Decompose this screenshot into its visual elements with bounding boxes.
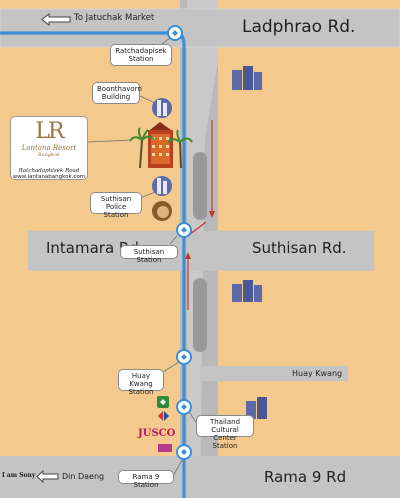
hotel-brand-name: Lantana Resort <box>21 144 77 152</box>
rama9-road <box>0 456 400 498</box>
rama9-station-callout[interactable]: Rama 9 Station <box>118 470 174 489</box>
huay-kwang-road-label: Huay Kwang <box>292 369 343 378</box>
boonthavorn-label: Boonthavorn Building <box>97 85 142 101</box>
suthisan-road <box>28 231 374 271</box>
thailand-cultural-station-label: Thailand Cultural Center Station <box>209 418 241 450</box>
lr-monogram: LR <box>35 119 64 144</box>
station-marker-ratchadapisek[interactable] <box>167 25 183 41</box>
station-marker-rama9[interactable] <box>176 444 192 460</box>
ladphrao-road <box>0 9 400 47</box>
ratchadapisek-station-callout[interactable]: Ratchadapisek Station <box>110 44 172 66</box>
rama9-station-label: Rama 9 Station <box>132 473 160 489</box>
building-icon-ladphrao <box>232 66 262 90</box>
boonthavorn-callout[interactable]: Boonthavorn Building <box>92 82 142 104</box>
carrefour-icon <box>158 411 169 421</box>
left-arrow-icon <box>41 12 71 27</box>
building-icon-cultural <box>246 397 267 419</box>
median-lower <box>193 278 207 352</box>
station-marker-suthisan[interactable] <box>176 222 192 238</box>
huay-kwang-road <box>200 366 348 381</box>
station-marker-huay-kwang[interactable] <box>176 349 192 365</box>
left-arrow-icon-din-daeng <box>36 469 59 484</box>
lantana-hotel-building-icon <box>129 122 193 169</box>
median-upper <box>193 152 207 220</box>
suthisan-road-label: Suthisan Rd. <box>252 239 347 257</box>
rama9-road-label: Rama 9 Rd <box>264 468 347 486</box>
hotel-city: Bangkok <box>37 152 61 158</box>
intamara-road-label: Intamara Rd <box>46 239 139 257</box>
ratchadapisek-station-label: Ratchadapisek Station <box>115 47 167 63</box>
ladphrao-road-label: Ladphrao Rd. <box>242 17 356 37</box>
huay-kwang-station-callout[interactable]: Huay Kwang Station <box>118 369 164 396</box>
boonthavorn-building-icon <box>152 98 172 118</box>
suthisan-station-label: Suthisan Station <box>133 248 165 264</box>
police-badge-icon <box>152 201 172 221</box>
din-daeng-label: Din Daeng <box>62 472 105 481</box>
police-station-icon <box>152 176 172 196</box>
hotel-address-block: Ratchadaphisek Road www.lantanabangkok.c… <box>10 168 88 180</box>
i-am-sony-label: I am Sony <box>2 472 36 479</box>
jusco-label: JUSCO <box>138 428 176 439</box>
small-mall-icon <box>158 444 172 452</box>
suthisan-station-callout[interactable]: Suthisan Station <box>120 245 178 264</box>
station-marker-thailand-cultural[interactable] <box>176 399 192 415</box>
thailand-cultural-station-callout[interactable]: Thailand Cultural Center Station <box>196 415 254 450</box>
huay-kwang-station-label: Huay Kwang Station <box>128 372 154 396</box>
building-icon-suthisan <box>232 280 262 302</box>
police-station-label: Suthisan Police Station <box>100 195 132 219</box>
lantana-resort-logo[interactable]: LR Lantana Resort Bangkok <box>10 116 88 180</box>
hotel-url[interactable]: www.lantanabangkok.com <box>12 174 86 180</box>
green-store-icon <box>157 396 169 408</box>
police-station-callout[interactable]: Suthisan Police Station <box>90 192 142 219</box>
hotel-branch: Ratchadaphisek Road <box>18 168 80 174</box>
to-jatuchak-label: To Jatuchak Market <box>74 13 155 23</box>
